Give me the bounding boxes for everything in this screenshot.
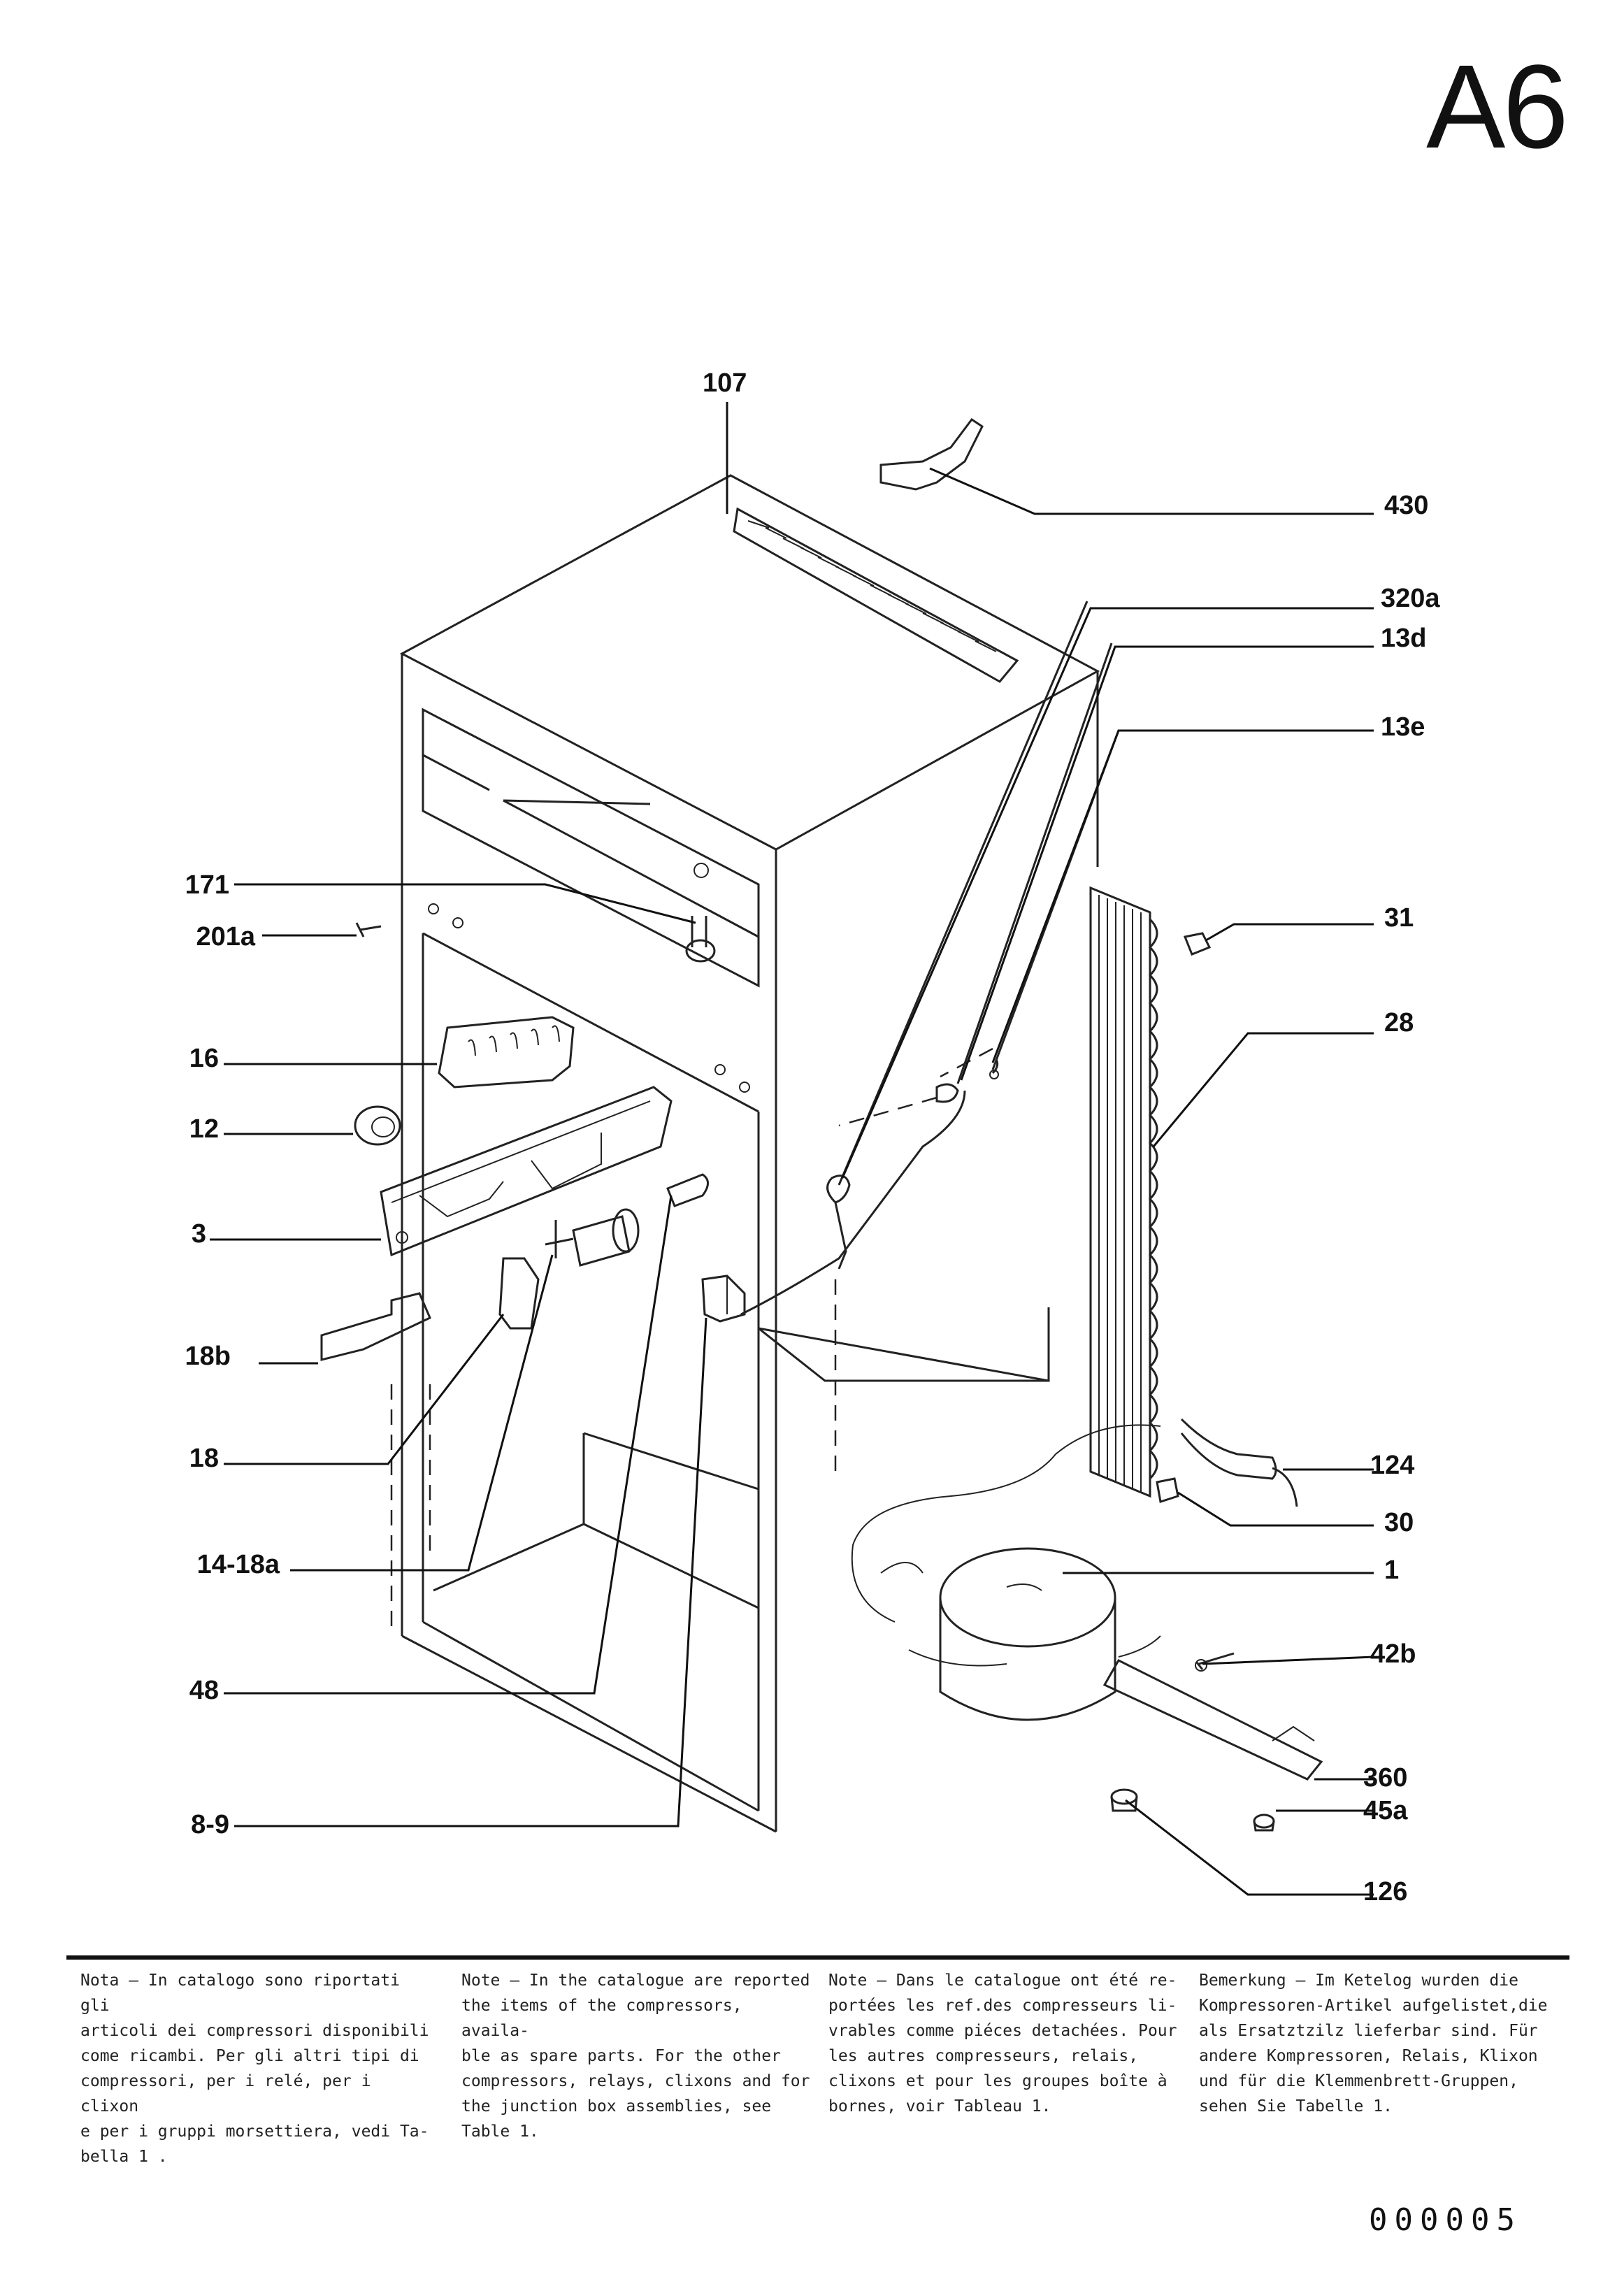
callout-16: 16	[189, 1044, 219, 1073]
callout-14-18a: 14-18a	[197, 1550, 280, 1579]
callout-18b: 18b	[185, 1342, 231, 1371]
callout-31: 31	[1384, 903, 1414, 933]
control-panel-housing	[380, 1086, 673, 1257]
switch-cover	[498, 1257, 540, 1330]
callout-430: 430	[1384, 491, 1428, 520]
callout-3: 3	[192, 1219, 206, 1249]
callout-124: 124	[1370, 1451, 1414, 1480]
condenser-clip-lower	[1156, 1477, 1179, 1503]
thermostat-capillary-tubes	[740, 601, 1120, 1316]
callout-13e: 13e	[1381, 712, 1425, 742]
callout-320a: 320a	[1381, 584, 1440, 613]
condenser-coil	[1089, 886, 1158, 1498]
rubber-foot	[1253, 1813, 1275, 1832]
top-vent-grille	[733, 507, 1019, 683]
callout-13d: 13d	[1381, 624, 1426, 653]
callout-28: 28	[1384, 1008, 1414, 1037]
callout-1: 1	[1384, 1556, 1399, 1585]
callout-18: 18	[189, 1444, 219, 1473]
note-english: Note – In the catalogue are reported the…	[461, 1971, 810, 2141]
thermostat-knob	[354, 1105, 401, 1146]
callout-126: 126	[1363, 1877, 1407, 1906]
lamp-holder	[701, 1274, 746, 1323]
page-code: A6	[1426, 41, 1569, 173]
callout-360: 360	[1363, 1763, 1407, 1793]
leader-lines	[210, 402, 1374, 1896]
filter-drier	[1180, 1418, 1298, 1507]
ice-scraper	[879, 417, 984, 491]
condenser-clip-upper	[1183, 932, 1212, 956]
callout-48: 48	[189, 1676, 219, 1705]
callout-107: 107	[703, 368, 747, 398]
notes-divider	[66, 1955, 1569, 1960]
thermostat	[545, 1208, 640, 1267]
note-german: Bemerkung – Im Ketelog wurden die Kompre…	[1199, 1971, 1548, 2116]
callout-45a: 45a	[1363, 1796, 1408, 1825]
callout-12: 12	[189, 1114, 219, 1144]
compressor-base-plate	[1102, 1659, 1323, 1781]
callout-201a: 201a	[196, 922, 255, 951]
refrigerator-cabinet	[390, 474, 1100, 1833]
document-number: 000005	[1369, 2202, 1522, 2238]
grommet	[1110, 1788, 1138, 1812]
shelf-bracket	[320, 1292, 431, 1361]
callout-171: 171	[185, 870, 229, 900]
light-diffuser	[438, 1016, 575, 1089]
callout-30: 30	[1384, 1508, 1414, 1537]
compressor	[851, 1424, 1161, 1721]
hinge-pin	[355, 916, 716, 963]
callout-42b: 42b	[1370, 1639, 1416, 1669]
exploded-parts-diagram: 107 430 320a 13d 13e 171 201a 31 28 16 1…	[185, 368, 1441, 1906]
ground-strap	[1195, 1652, 1235, 1672]
callout-8-9: 8-9	[191, 1810, 229, 1839]
lamp-bulb	[666, 1173, 709, 1207]
note-french: Note – Dans le catalogue ont été re- por…	[828, 1971, 1177, 2116]
note-italian: Nota – In catalogo sono riportati gli ar…	[80, 1971, 429, 2166]
